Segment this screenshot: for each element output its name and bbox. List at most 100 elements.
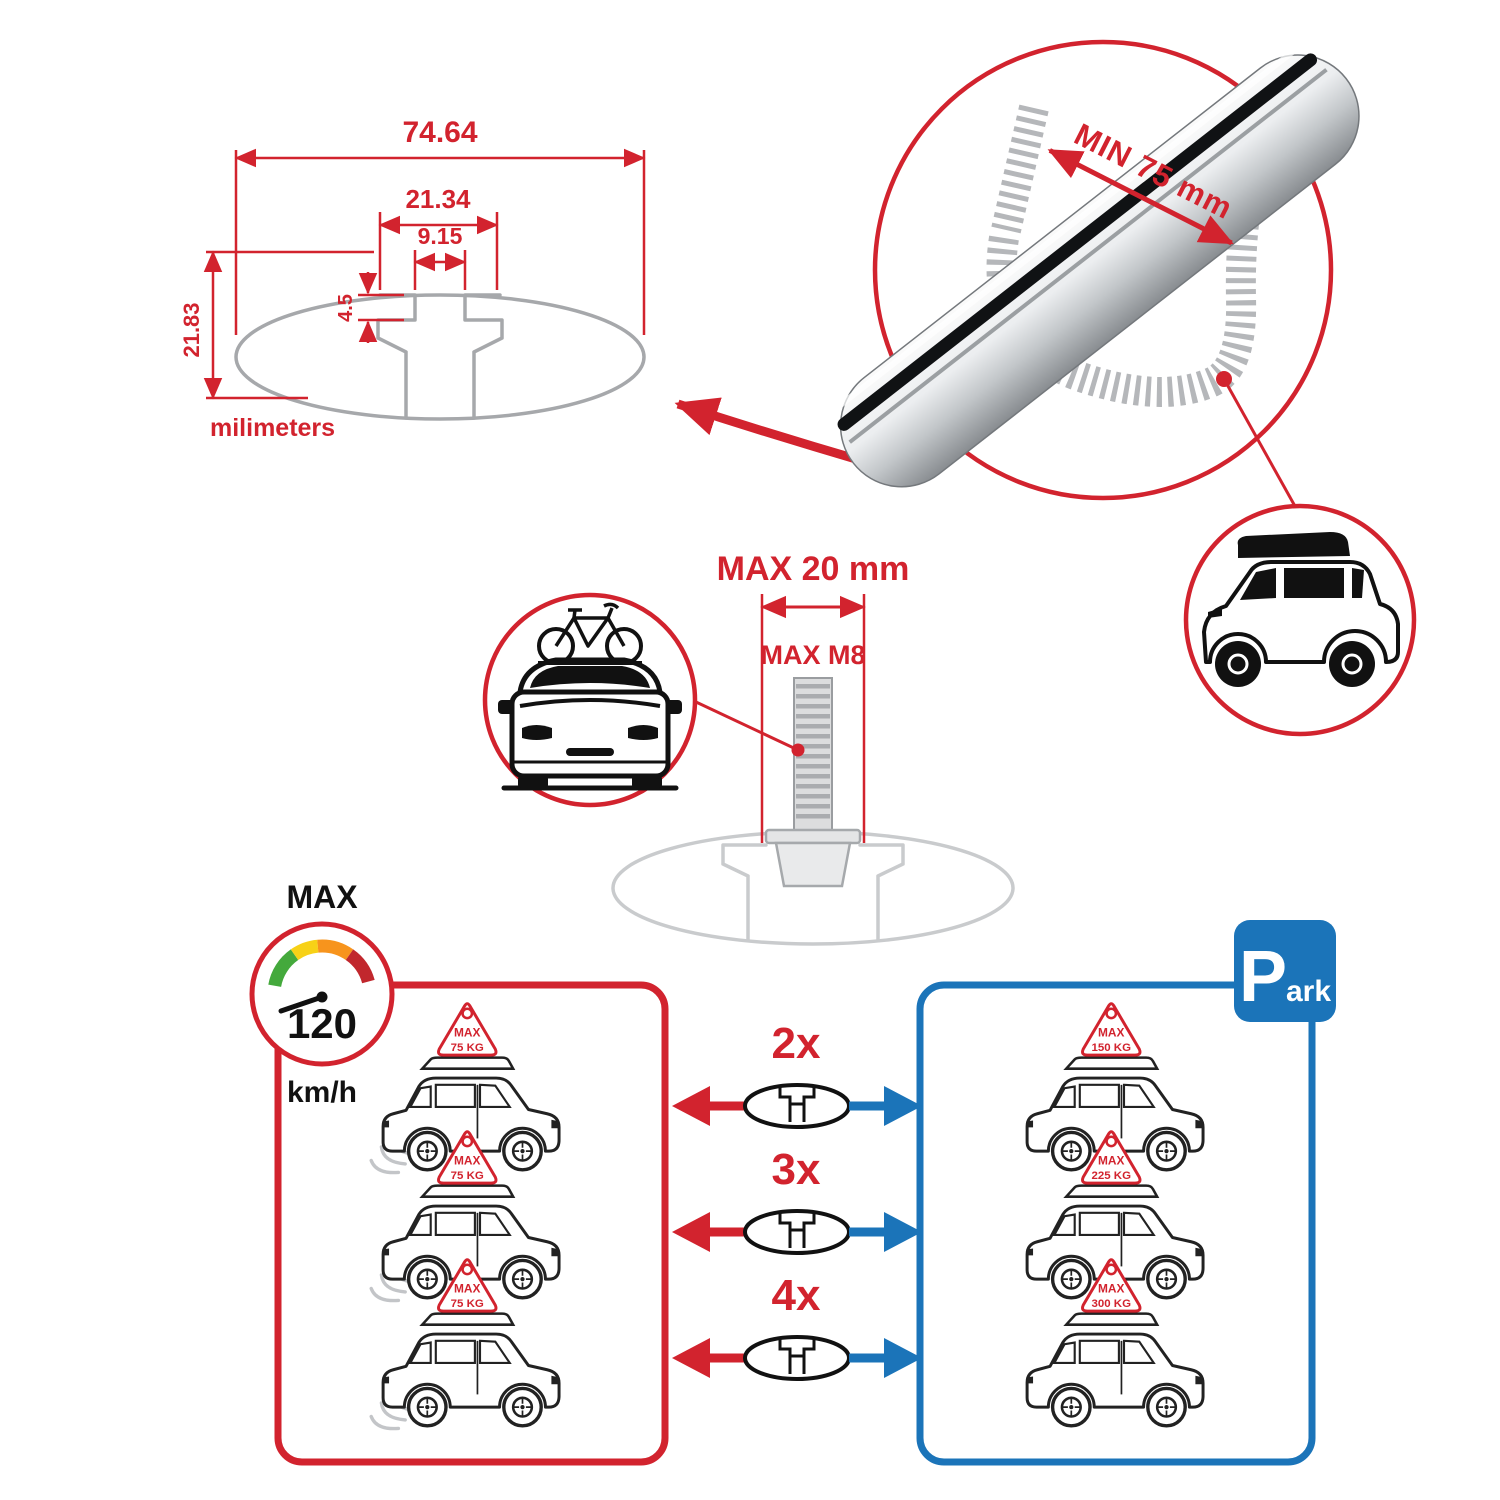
parked-car-row-3: MAX 300 KG [1025,1258,1205,1428]
car-left-tire [518,776,548,788]
crossbar-rubber-strip [837,53,1318,431]
badge-max-label: MAX [454,1025,480,1039]
red-arrow-icon [672,1212,710,1252]
car-hood-line [519,698,661,708]
suv-headlight [1208,608,1222,618]
car-right-mirror [666,700,682,714]
car-windshield [530,666,650,688]
profile-t-slot [376,293,504,420]
photo-to-drawing-arrow-icon [674,397,868,467]
crossbar-photo-detail: MIN 75 mm [827,39,1360,509]
blue-arrow-icon [884,1086,922,1126]
crossbar-profile-icon [743,1209,851,1255]
driving-car-row-2: MAX 75 KG [369,1130,561,1303]
dim-extension-lines-total-width [234,150,646,335]
suv-windshield [1240,568,1276,600]
car-grille [566,748,614,756]
car-left-mirror [498,700,514,714]
wheel-icon [1146,1258,1187,1300]
crossbar [827,40,1360,488]
gauge-needle [278,994,325,1014]
bike-car-detail [482,592,698,808]
badge-max-label: MAX [1098,1153,1124,1167]
badge-value-label: 300 KG [1091,1298,1131,1310]
suv-roofbox-detail [1183,503,1417,737]
bolt-point-dot [791,743,805,757]
suv-front-wheel [1215,641,1261,687]
wheel-icon [1050,1386,1092,1428]
gauge-value: 120 [287,1000,357,1047]
wheel-icon [406,1258,448,1300]
bar-count-row-3: 4x [672,1271,922,1381]
dim-extension-lines-lip-depth [358,293,404,322]
gauge-hub [316,991,328,1003]
wheel-icon [1050,1130,1092,1172]
badge-value-label: 75 KG [451,1170,484,1182]
badge-max-label: MAX [1098,1025,1124,1039]
badge-value-label: 225 KG [1091,1170,1131,1182]
gauge-arc-red [345,949,375,984]
bar-count-label: 3x [772,1145,821,1194]
speed-gauge: MAX 120 km/h [249,879,395,1109]
clamp-strap-left [991,104,1049,234]
badge-value-label: 150 KG [1091,1042,1131,1054]
leader-line-to-suv [1222,378,1298,509]
bar-count-row-2: 3x [672,1145,922,1255]
park-sign-plate [1234,920,1336,1022]
blue-arrow-icon [884,1338,922,1378]
bike-icon [537,602,643,665]
blue-arrow-icon [884,1212,922,1252]
red-arrow-icon [672,1086,710,1126]
badge-max-label: MAX [454,1153,480,1167]
wheel-icon [502,1258,543,1300]
car-right-tire [632,776,662,788]
bolt-detail: MAX 20 mm MAX M8 [611,550,1015,946]
crossbar-body [839,54,1360,488]
bar-count-label: 2x [772,1019,821,1068]
park-sign-letter: P [1239,937,1287,1017]
gauge-units: km/h [287,1076,357,1109]
roof-box-icon [1237,532,1350,558]
gauge-max-label: MAX [286,879,358,915]
wheel-icon [502,1386,543,1428]
park-sign-rest: ark [1286,975,1331,1008]
driving-car-row-1: MAX 75 KG [369,1002,561,1175]
badge-max-label: MAX [1098,1281,1124,1295]
gauge-arc-orange [317,939,354,961]
parked-car-row-2: MAX 225 KG [1025,1130,1205,1300]
suv-rear-window [1352,568,1364,598]
suv-rear-wheel [1329,641,1375,687]
bolt-max-width-label: MAX 20 mm [717,550,910,588]
badge-max-label: MAX [454,1281,480,1295]
wheel-icon [406,1386,448,1428]
units-label: milimeters [210,414,335,442]
parked-car-row-1: MAX 150 KG [1025,1002,1205,1172]
park-sign: P ark [1234,920,1336,1022]
clamp-strap-loop [986,205,1261,407]
dim-lip-depth-label: 4.5 [335,294,357,322]
bolt-max-thread-label: MAX M8 [760,640,865,670]
wheel-icon [406,1130,448,1172]
profile-ellipse [234,293,646,421]
detail-circle [872,39,1334,501]
badge-value-label: 75 KG [451,1298,484,1310]
dim-total-width-label: 74.64 [402,116,477,149]
bolt-leader-line [695,700,799,752]
car-right-headlight [628,725,658,740]
dim-slot-opening-label: 9.15 [418,223,463,249]
badge-value-label: 75 KG [451,1042,484,1054]
wheel-icon [1050,1258,1092,1300]
dim-total-height-label: 21.83 [179,302,204,357]
dim-extension-lines-slot-opening [413,250,467,290]
dim-slot-outer-label: 21.34 [405,184,471,214]
red-arrow-icon [672,1338,710,1378]
gauge-arc-green [268,949,299,988]
bar-count-label: 4x [772,1271,821,1320]
gauge-arc-yellow [290,939,319,961]
wheel-icon [1146,1386,1187,1428]
t-bolt [764,677,862,888]
car-left-headlight [522,725,552,740]
bar-count-row-1: 2x [672,1019,922,1129]
